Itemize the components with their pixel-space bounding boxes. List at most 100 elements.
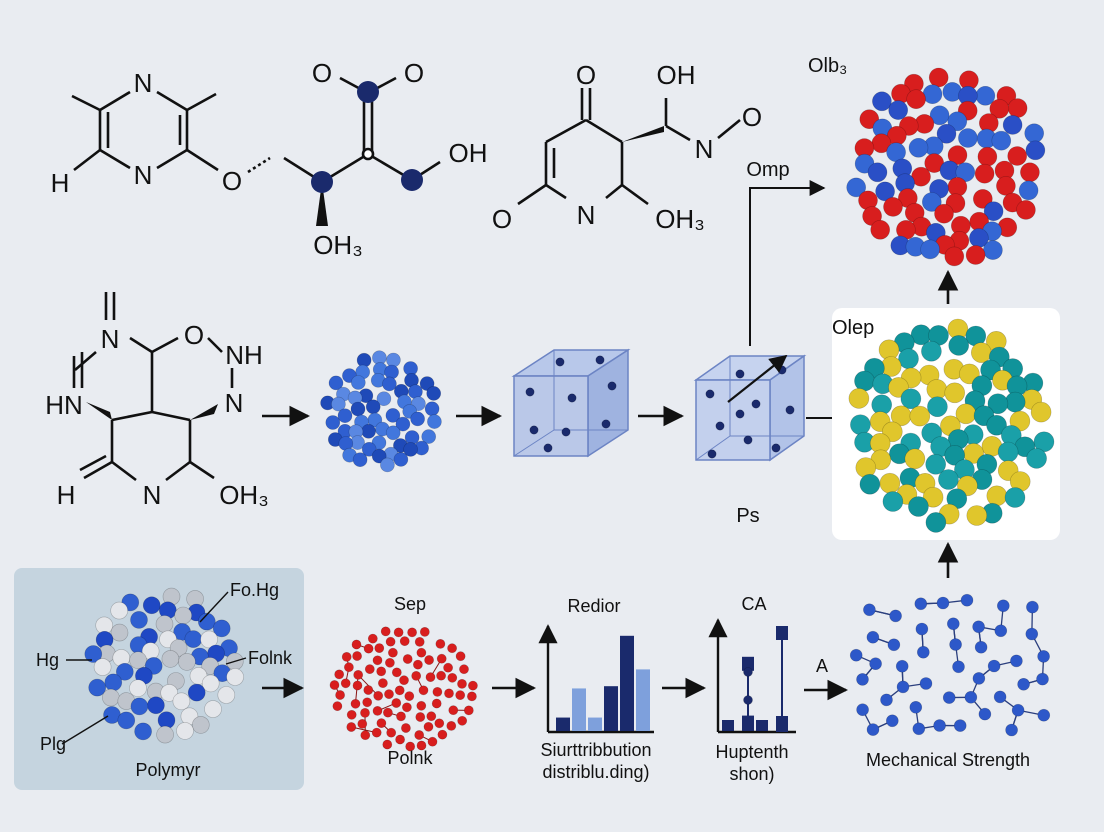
sphere-atom [925,453,947,475]
bicyclic-h: H [57,480,76,510]
cluster-atom [384,364,399,380]
red-particle [340,678,351,689]
polymer-leader-lines [61,591,247,745]
red-blue-sphere [846,67,1046,267]
cluster-atom [393,452,409,467]
red-particle [457,715,468,726]
chain-o-top-right: O [404,58,424,88]
red-particle [350,698,361,709]
sphere-atom [986,485,1008,507]
red-particle [343,662,354,673]
polymer-atom [201,674,220,693]
red-particle [412,659,423,670]
red-particle [427,736,438,747]
red-particle [396,711,406,722]
polymer-atom [192,716,210,734]
sphere-atom [1030,401,1052,423]
red-particle [391,698,402,708]
sphere-atom [921,192,942,212]
red-particle [419,627,430,637]
red-particle [352,680,363,691]
chart-bar [756,720,768,731]
chart-2-caption-2: shon) [729,764,774,784]
red-particle [399,675,409,686]
bicyclic-o: O [184,320,204,350]
sphere-atom [900,388,922,410]
polymer-atom [226,668,244,686]
chart-bar [722,720,734,731]
red-particle [467,680,478,691]
chain-molecule [247,76,441,226]
red-particle [416,740,427,751]
chain-oh: OH [449,138,488,168]
cube-particle [743,435,753,445]
red-particle [380,626,391,637]
polymer-atom [187,683,206,702]
network-node [866,630,880,644]
sphere-atom [972,189,993,209]
pyridone-o-left: O [492,204,512,234]
red-particle [423,721,434,732]
pyrazine-h: H [51,168,70,198]
network-node [887,638,901,652]
polymer-atom [110,623,129,642]
sphere-atom [958,128,978,148]
cube-particle [529,425,539,435]
chain-atom-left [311,171,333,193]
pyrazine-molecule [71,90,219,172]
red-particle [424,655,434,665]
cube-particle [707,449,717,459]
sphere-atom [936,124,957,144]
sphere-atom [922,486,944,508]
red-particle [457,679,467,689]
sphere-atom [888,100,909,120]
red-particle [334,669,345,680]
cluster-atom [371,448,387,464]
network-node [1005,723,1018,737]
arrow-up-to-top-sphere [749,180,826,346]
bond [357,674,379,697]
sphere-atom [872,91,892,112]
cluster-atom [376,391,392,407]
chart-2-title: CA [741,594,766,614]
sphere-atom [970,342,992,363]
chart-bar [556,717,570,731]
cube-1-particles [525,355,617,453]
sphere-atom [966,505,988,526]
pyridone-o-top: O [576,60,596,90]
network-node [996,599,1010,613]
network-node [889,609,902,623]
red-particle [426,711,437,722]
red-particle [360,708,370,718]
chart-marker [776,626,788,640]
red-particle [443,662,453,673]
sphere-atom [926,379,948,400]
network-node [1037,708,1051,722]
cluster-atom [380,457,395,473]
polymer-atom [142,596,161,615]
cube-particle [735,409,745,419]
blue-nanoparticle [320,350,442,473]
red-particle [400,723,411,733]
bicyclic-n-top: N [101,324,120,354]
cluster-atom [427,414,442,429]
sphere-atom [938,469,959,490]
network-node [1037,650,1050,663]
cluster-atom [365,399,381,415]
red-particle [404,691,415,701]
sphere-atom [1007,98,1028,118]
red-particle [360,730,371,741]
cluster-atom [419,376,435,391]
network-structure [849,593,1051,737]
polymer-atom [172,692,191,711]
top-sphere-label: Olb₃ [808,55,847,77]
sphere-atom [922,84,943,104]
sphere-atom [1016,200,1036,220]
red-particle [384,689,394,699]
red-cluster-bottom-label: Polnk [387,748,433,768]
polymer-atom [217,686,236,704]
pyridone-oh3: OH₃ [655,204,705,234]
cube-particle [705,389,715,399]
cube-particle [561,427,571,437]
red-cluster-top-label: Sep [394,594,426,614]
